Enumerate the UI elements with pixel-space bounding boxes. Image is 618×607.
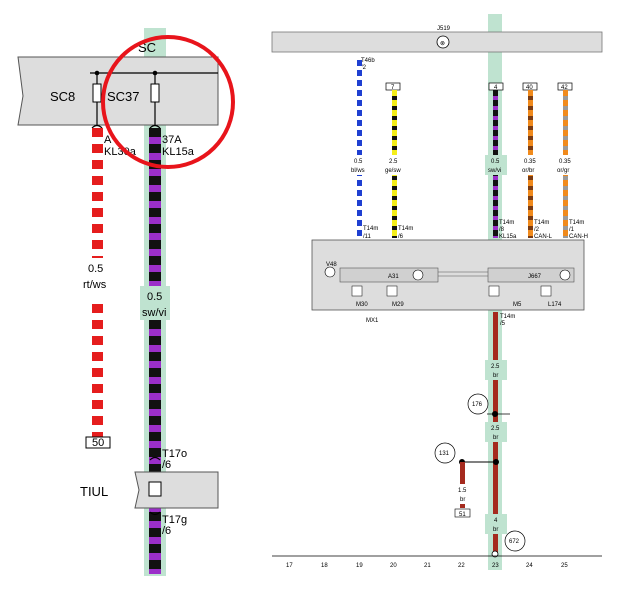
bot-term-5: CAN-H — [569, 234, 588, 240]
node-176-label: 176 — [472, 402, 483, 408]
col-21: 21 — [424, 563, 431, 569]
col-22: 22 — [458, 563, 465, 569]
bot-conn-1: T14m — [363, 226, 378, 232]
ground-50 — [85, 436, 111, 449]
col-23: 23 — [492, 563, 499, 569]
conn-t17o-pin: /6 — [162, 459, 171, 471]
node-672 — [504, 530, 526, 552]
conn-t17g: T17g — [162, 514, 187, 526]
bot-conn-4: T14m — [534, 220, 549, 226]
left-wire-color: rt/ws — [83, 279, 107, 291]
a31-label: A31 — [388, 274, 399, 280]
wire3-size: 0.5 — [491, 159, 500, 165]
wire-b-color: br — [493, 435, 498, 441]
col-18: 18 — [321, 563, 328, 569]
top-pin-1: /2 — [361, 65, 367, 71]
svg-text:⊗: ⊗ — [440, 41, 445, 47]
bot-pin-1: /11 — [363, 234, 372, 240]
col-17: 17 — [286, 563, 293, 569]
j519-label: J519 — [437, 26, 451, 32]
wire-c-size: 4 — [494, 518, 498, 524]
branch-color: br — [460, 497, 465, 503]
j667-label: J667 — [528, 274, 542, 280]
fuse-sc37-label: SC37 — [107, 89, 140, 104]
wire1-size: 0.5 — [354, 159, 363, 165]
sc-panel — [17, 56, 219, 126]
l174-label: L174 — [548, 302, 562, 308]
top-conn-3: 4 — [494, 85, 498, 91]
mid-wire-color: sw/vi — [142, 307, 166, 319]
wire-mid-term: KL15a — [162, 146, 195, 158]
top-conn-1: T46b — [361, 58, 375, 64]
wire-a-color: br — [493, 373, 498, 379]
col-20: 20 — [390, 563, 397, 569]
left-wire-size: 0.5 — [88, 263, 103, 275]
wire5-size: 0.35 — [559, 159, 571, 165]
bot-conn-3: T14m — [499, 220, 514, 226]
top-conn-5: 42 — [561, 85, 568, 91]
bot-term-3: KL15a — [499, 234, 517, 240]
wire-sw-vi-left — [149, 128, 161, 574]
wire-a-size: 2.5 — [491, 364, 500, 370]
fuse-sc8-label: SC8 — [50, 89, 75, 104]
wire2-color: ge/sw — [385, 168, 401, 174]
bot-pin-2: /6 — [398, 234, 404, 240]
m30-label: M30 — [356, 302, 368, 308]
mid-wire-size: 0.5 — [147, 291, 162, 303]
left-zoom-panel: SC SC8 SC37 A KL30a 37A KL15a 0.5 rt/ws … — [17, 28, 235, 576]
wire3-color: sw/vi — [488, 168, 501, 174]
ground-50-label: 50 — [92, 437, 104, 449]
top-conn-2: 7 — [391, 85, 395, 91]
wire-b-size: 2.5 — [491, 426, 500, 432]
wire-c-color: br — [493, 527, 498, 533]
mx1-label: MX1 — [366, 318, 379, 324]
branch-size: 1.5 — [458, 488, 467, 494]
col-19: 19 — [356, 563, 363, 569]
column-numbers: 17 18 19 20 21 22 23 24 25 — [286, 563, 568, 569]
conn-t17g-pin: /6 — [162, 525, 171, 537]
out-pin: /5 — [500, 321, 506, 327]
wire-bl-ws — [357, 60, 362, 238]
fuse-sc8 — [92, 83, 102, 103]
wire-mid-rating: 37A — [162, 134, 182, 146]
right-schematic: J519 ⊗ T46b /2 7 4 40 42 0.5 bl/ws 2.5 g… — [271, 14, 603, 570]
node-176 — [467, 393, 489, 415]
highlight-circle — [101, 35, 235, 169]
col-24: 24 — [526, 563, 533, 569]
fuse-sc37 — [150, 83, 160, 103]
wire1-color: bl/ws — [351, 168, 365, 174]
v48-label: V48 — [326, 262, 337, 268]
wire2-size: 2.5 — [389, 159, 398, 165]
tiul-panel — [134, 471, 219, 509]
bot-conn-5: T14m — [569, 220, 584, 226]
node-672-label: 672 — [509, 539, 520, 545]
bot-conn-2: T14m — [398, 226, 413, 232]
col-25: 25 — [561, 563, 568, 569]
wire4-size: 0.35 — [524, 159, 536, 165]
conn-t17o: T17o — [162, 448, 187, 460]
bot-pin-5: /1 — [569, 227, 575, 233]
bot-pin-3: /8 — [499, 227, 505, 233]
branch-ground: 51 — [459, 512, 466, 518]
wire-labels: 0.5 bl/ws 2.5 ge/sw 0.5 sw/vi 0.35 or/br… — [348, 155, 577, 175]
m29-label: M29 — [392, 302, 404, 308]
wire-left-rating: A — [104, 134, 112, 146]
tiul-label: TIUL — [80, 484, 108, 499]
node-131 — [434, 442, 456, 464]
node-131-label: 131 — [439, 451, 450, 457]
connector-labels: T14m /11 T14m /6 T14m /8 KL15a T14m /2 C… — [363, 220, 588, 240]
bot-pin-4: /2 — [534, 227, 540, 233]
out-conn: T14m — [500, 314, 515, 320]
wire4-color: or/br — [522, 168, 534, 174]
top-conn-4: 40 — [526, 85, 533, 91]
bot-term-4: CAN-L — [534, 234, 553, 240]
m5-label: M5 — [513, 302, 522, 308]
wire5-color: or/gr — [557, 168, 569, 174]
